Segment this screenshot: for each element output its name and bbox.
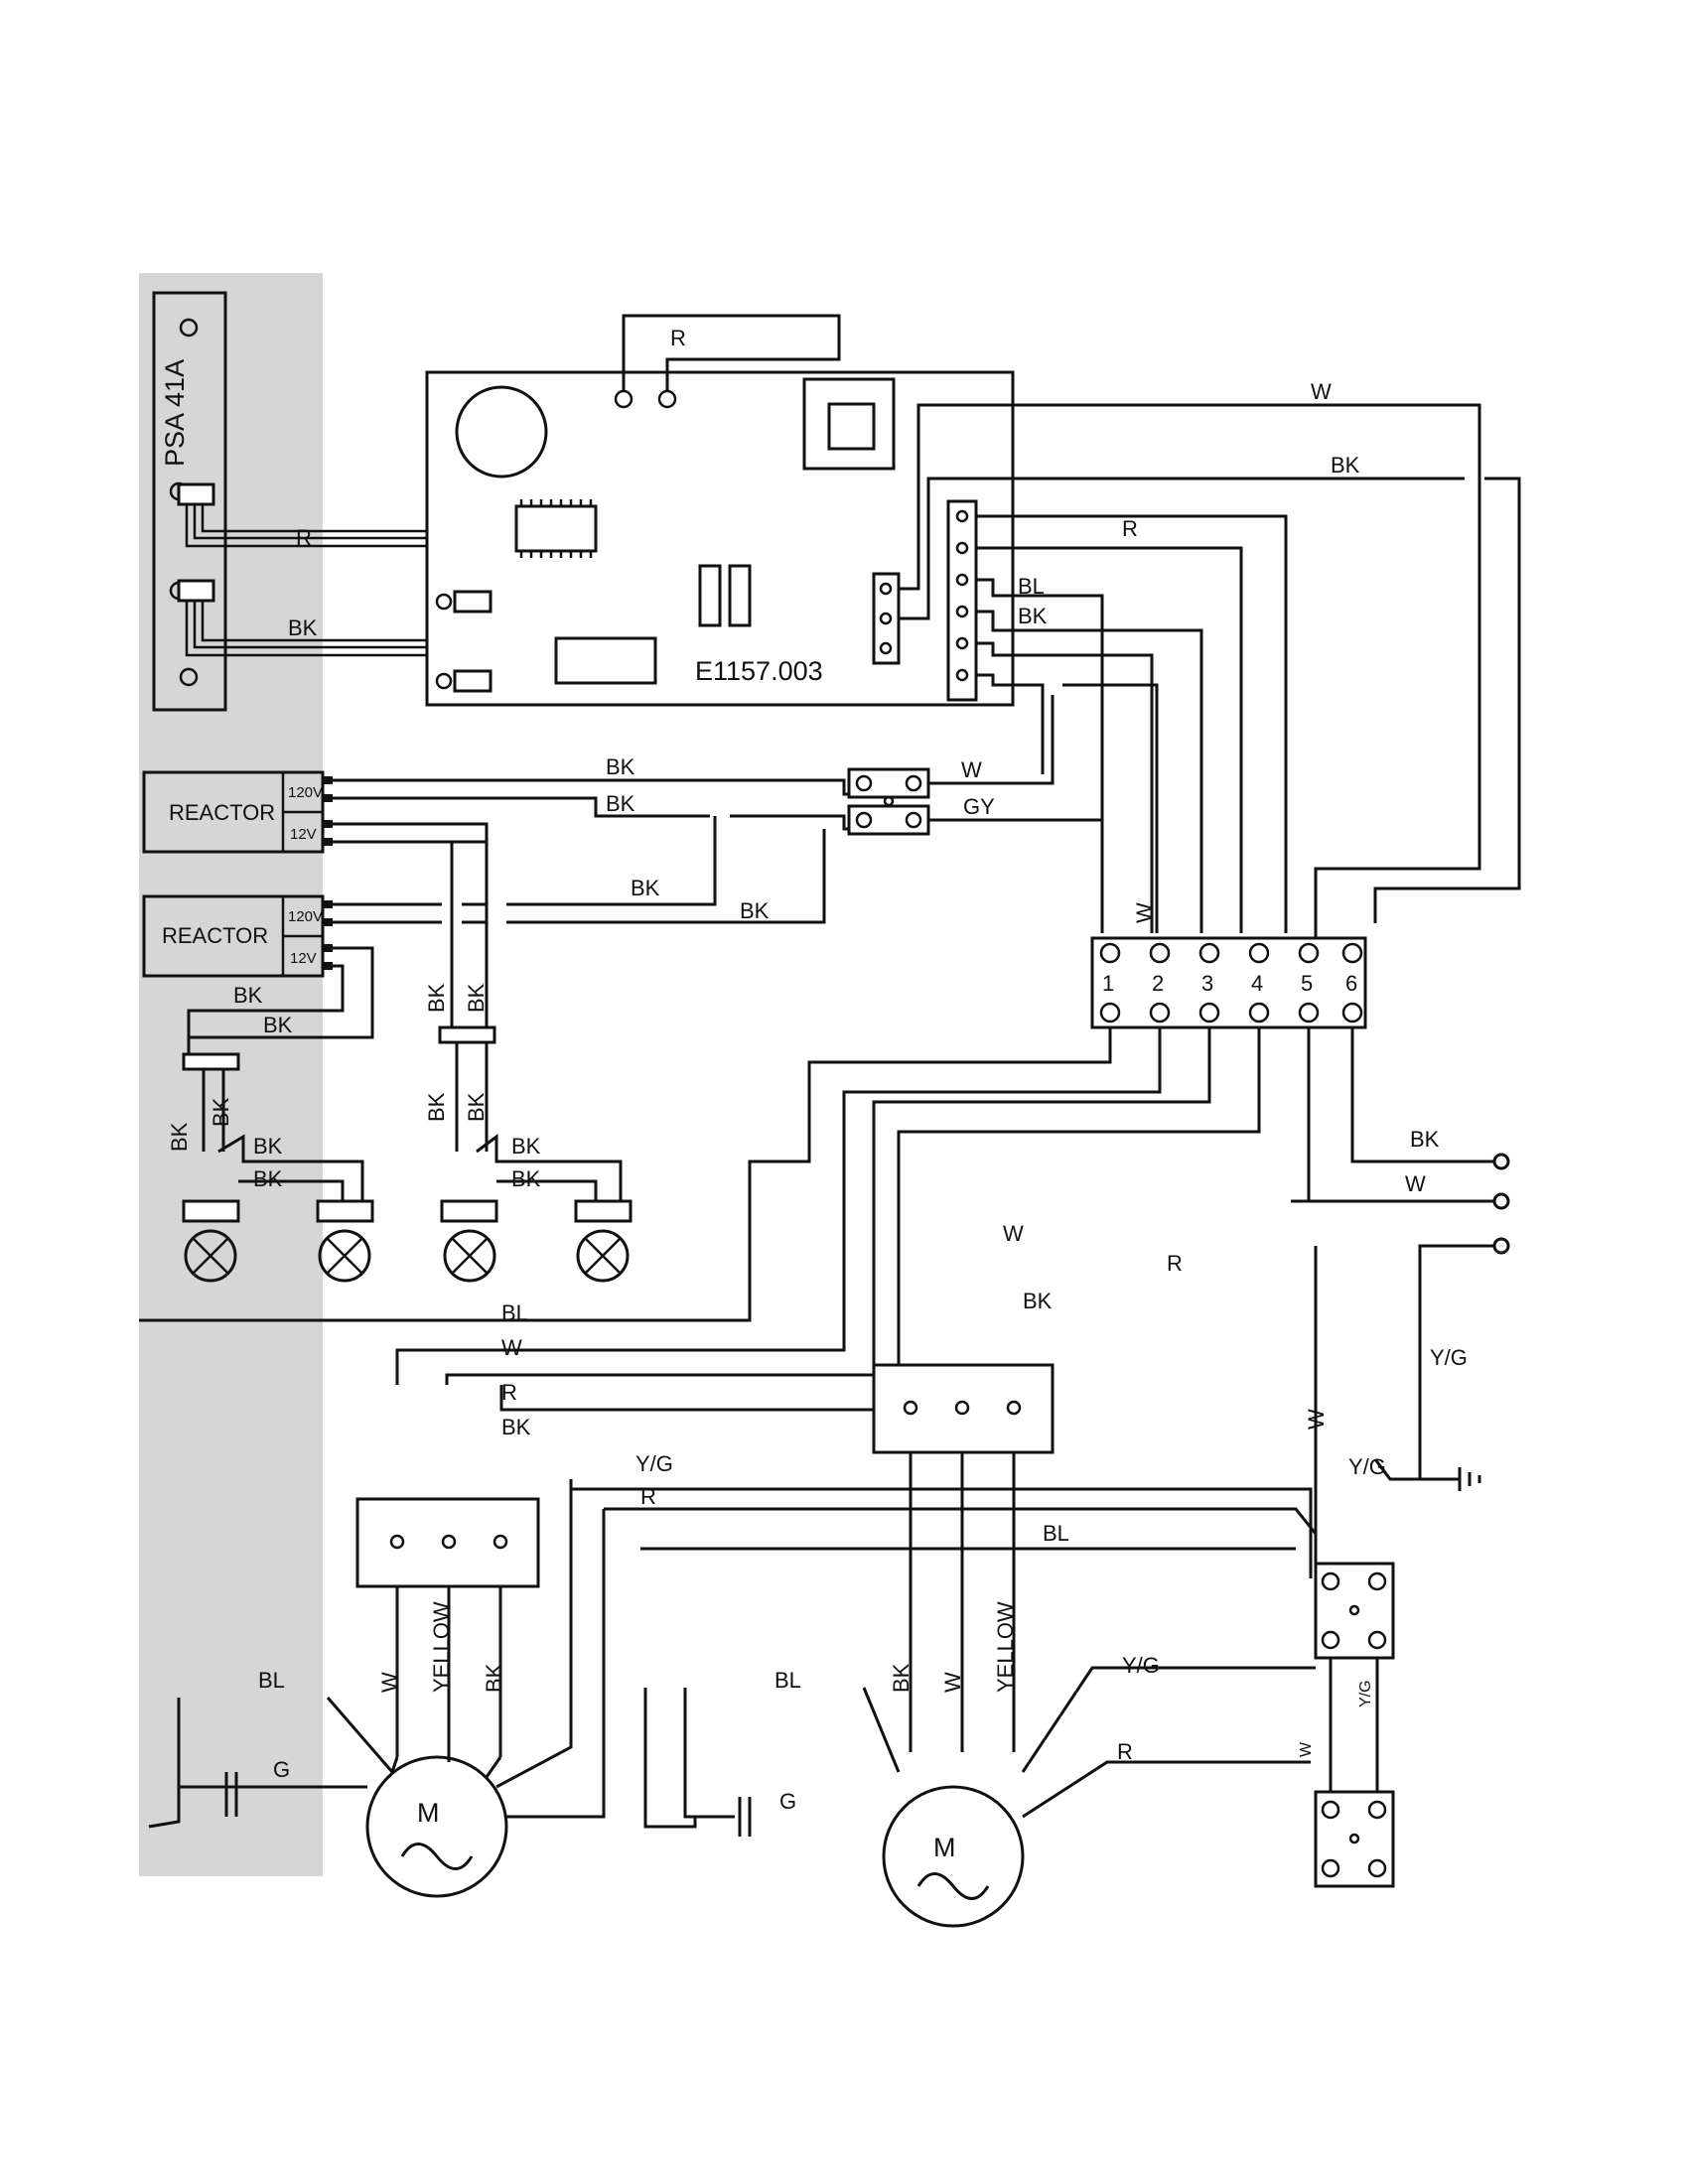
board-label: E1157.003 — [695, 656, 823, 686]
wire-label-w: W — [940, 1672, 965, 1693]
terminal-block: 1 2 3 4 5 6 W — [1090, 902, 1367, 1029]
wire-label-bk: BK — [424, 983, 449, 1013]
wire-label-w: W — [501, 1335, 522, 1360]
switch-lower — [1314, 1790, 1395, 1888]
lamp-circuit-right: BK BK BK BK BK BK — [424, 983, 633, 1283]
wire-label-bk: BK — [606, 791, 635, 816]
board-connectors — [872, 499, 978, 702]
cross-wires: Y/G R BL — [569, 1451, 1318, 1578]
connector-block-right — [872, 1363, 1055, 1454]
motor-right-label: M — [933, 1833, 956, 1862]
wire-label-g: G — [779, 1789, 796, 1814]
wire-label-bl: BL — [1043, 1521, 1069, 1546]
wire-label-yg: Y/G — [1122, 1653, 1160, 1678]
wire-label-bl: BL — [258, 1668, 285, 1693]
wire-label-r: R — [296, 525, 312, 550]
tap-120v: 120V — [288, 784, 323, 801]
wire-label-bk: BK — [501, 1415, 531, 1439]
control-board: E1157.003 — [425, 370, 1015, 707]
terminal-outgoing-wires: BK W BL W R BK W R BK — [139, 1027, 1510, 1439]
tap-120v: 120V — [288, 908, 323, 925]
wire-label-bk: BK — [288, 615, 318, 640]
wire-label-w: W — [961, 757, 982, 782]
motor-left-label: M — [417, 1798, 440, 1828]
wire-label-w: W — [1003, 1221, 1024, 1246]
terminal-2: 2 — [1152, 971, 1164, 996]
wire-label-bk: BK — [253, 1134, 283, 1159]
wire-label-bk: BK — [209, 1097, 233, 1127]
wire-label-bk: BK — [1410, 1127, 1440, 1152]
wire-label-bk: BK — [889, 1663, 914, 1693]
motor-right: M BL G Y/G R BK W YELLOW — [643, 1452, 1316, 1928]
wire-label-r: R — [1122, 516, 1138, 541]
wire-label-bk: BK — [511, 1134, 541, 1159]
wire-label-bk: BK — [1018, 604, 1048, 628]
terminal-3: 3 — [1201, 971, 1213, 996]
switch-upper — [1314, 1562, 1395, 1660]
terminal-4: 4 — [1251, 971, 1263, 996]
reactor-wires: BK BK BK BK BK BK — [187, 754, 854, 1057]
wire-label-bk: BK — [631, 876, 660, 900]
wire-label-w: W — [1298, 1741, 1315, 1757]
fuse-blocks: W GY — [847, 695, 1102, 836]
wire-label-bk: BK — [263, 1013, 293, 1037]
wire-label-r: R — [501, 1380, 517, 1405]
r-loop-wire — [622, 314, 841, 391]
wire-label-bk: BK — [464, 983, 489, 1013]
wire-label-yellow: YELLOW — [429, 1601, 454, 1693]
wire-label-g: G — [273, 1757, 290, 1782]
reactor-top-label: REACTOR — [169, 800, 275, 825]
wire-label-bl: BL — [501, 1300, 528, 1325]
wire-label-w: W — [1311, 379, 1332, 404]
wire-label-yellow: YELLOW — [993, 1601, 1018, 1693]
wire-label-yg: Y/G — [1430, 1345, 1468, 1370]
wire-label-w: W — [1132, 902, 1157, 923]
wire-label-w: W — [1304, 1409, 1329, 1430]
reactor-bottom-label: REACTOR — [162, 923, 268, 948]
wire-label-r: R — [1117, 1739, 1133, 1764]
board-to-terminal-wires: W BK R BL BK — [899, 379, 1521, 938]
wire-label-bk: BK — [606, 754, 635, 779]
wire-label-bk: BK — [740, 898, 770, 923]
wire-label-r: R — [670, 326, 686, 350]
wire-label-r: R — [1167, 1251, 1183, 1276]
wire-label-bk: BK — [482, 1663, 506, 1693]
wire-label-r: R — [640, 1484, 656, 1509]
wire-label-yg: Y/G — [1357, 1680, 1374, 1707]
lamp-circuit-left: BK BK BK BK — [167, 1052, 374, 1283]
wire-label-bk: BK — [1023, 1289, 1053, 1313]
motor-left: M BL G W YELLOW BK — [148, 1489, 606, 1898]
wire-label-bl: BL — [774, 1668, 801, 1693]
wire-label-yg: Y/G — [1348, 1454, 1386, 1479]
connector-block-left — [355, 1497, 540, 1588]
wire-label-bl: BL — [1018, 574, 1045, 599]
wire-label-yg: Y/G — [635, 1451, 673, 1476]
reactor-top: REACTOR 120V 12V — [142, 770, 333, 854]
terminal-5: 5 — [1301, 971, 1313, 996]
tap-12v: 12V — [290, 950, 317, 967]
wire-label-w: W — [1405, 1171, 1426, 1196]
tap-12v: 12V — [290, 826, 317, 843]
terminal-1: 1 — [1102, 971, 1114, 996]
switch-link-wires — [1329, 1658, 1379, 1792]
wire-label-bk: BK — [464, 1092, 489, 1122]
terminal-6: 6 — [1345, 971, 1357, 996]
wire-label-bk: BK — [511, 1166, 541, 1191]
wire-label-bk: BK — [167, 1122, 192, 1152]
reactor-bottom: REACTOR 120V 12V — [142, 894, 333, 978]
wire-label-bk: BK — [253, 1166, 283, 1191]
wire-label-bk: BK — [424, 1092, 449, 1122]
right-side-wires: Y/G Y/G W — [1304, 1244, 1494, 1564]
wire-label-bk: BK — [1331, 453, 1360, 478]
wire-label-w: W — [377, 1672, 402, 1693]
wire-label-gy: GY — [963, 794, 995, 819]
sensor-label: PSA 41A — [160, 359, 190, 467]
wire-label-bk: BK — [233, 983, 263, 1008]
sensor-module: PSA 41A — [152, 291, 227, 712]
